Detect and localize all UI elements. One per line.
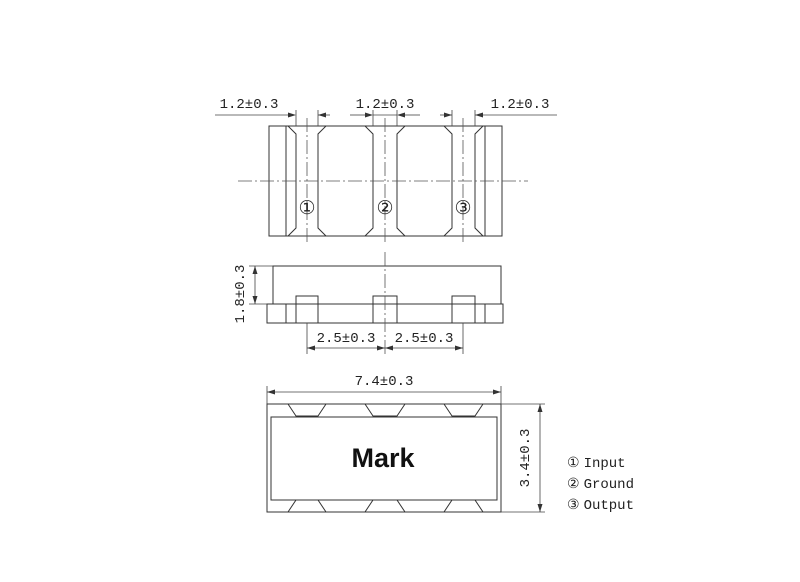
dim-spacing-arrow <box>455 345 463 351</box>
bottom-terminal-bottom-1 <box>287 499 327 513</box>
dim-pitch-2-arrow-left <box>365 112 373 118</box>
dim-height-arrow-bottom <box>252 296 258 304</box>
mark-area <box>270 416 498 501</box>
legend-symbol: ② <box>567 477 580 493</box>
dim-height-label: 1.8±0.3 <box>233 265 249 324</box>
dim-width-arrow-top <box>537 404 543 412</box>
dim-pitch-1-arrow-left <box>288 112 296 118</box>
dim-width-label: 3.4±0.3 <box>518 429 534 488</box>
dim-spacing-arrow <box>385 345 393 351</box>
dim-spacing-arrow <box>377 345 385 351</box>
pin-1-label: ① <box>298 197 315 219</box>
mark-label: Mark <box>351 443 415 473</box>
top-view: ① ② ③ 1.2±0.3 1.2±0.3 1.2±0.3 <box>215 97 557 244</box>
dim-pitch-1-label: 1.2±0.3 <box>220 97 279 113</box>
legend-label: Ground <box>584 477 634 493</box>
dim-length-arrow-left <box>267 389 275 395</box>
side-view: 1.8±0.3 2.5±0.3 2.5±0.3 <box>233 252 504 354</box>
bottom-terminal-bottom-3 <box>443 499 484 513</box>
pin-3-label: ③ <box>454 197 471 219</box>
dim-length-label: 7.4±0.3 <box>355 374 414 390</box>
dim-pitch-3-arrow-left <box>444 112 452 118</box>
dim-spacing-1-label: 2.5±0.3 <box>317 331 376 347</box>
dim-pitch-3-arrow-right <box>475 112 483 118</box>
side-terminal-3 <box>451 295 476 305</box>
dim-height-arrow-top <box>252 266 258 274</box>
dim-pitch-2-arrow-right <box>397 112 405 118</box>
side-view-body <box>272 265 502 305</box>
bottom-view-outline <box>266 403 502 513</box>
bottom-terminal-top-3 <box>443 403 484 417</box>
dim-pitch-1-arrow-right <box>318 112 326 118</box>
dim-spacing-arrow <box>307 345 315 351</box>
pin-2-label: ② <box>376 197 393 219</box>
dim-spacing-2-label: 2.5±0.3 <box>395 331 454 347</box>
dim-pitch-3-label: 1.2±0.3 <box>491 97 550 113</box>
legend-symbol: ① <box>567 456 580 472</box>
legend-label: Input <box>584 456 626 472</box>
dim-width-arrow-bottom <box>537 504 543 512</box>
bottom-terminal-top-2 <box>364 403 406 417</box>
dim-length-arrow-right <box>493 389 501 395</box>
legend-symbol: ③ <box>567 498 580 514</box>
side-terminal-1 <box>295 295 319 305</box>
legend-label: Output <box>584 498 634 514</box>
bottom-terminal-top-1 <box>287 403 327 417</box>
bottom-view: 7.4±0.3 Mark 3.4±0.3 <box>266 374 545 513</box>
bottom-terminal-bottom-2 <box>364 499 406 513</box>
terminal-3-left-edge <box>443 125 453 237</box>
dim-pitch-2-label: 1.2±0.3 <box>356 97 415 113</box>
